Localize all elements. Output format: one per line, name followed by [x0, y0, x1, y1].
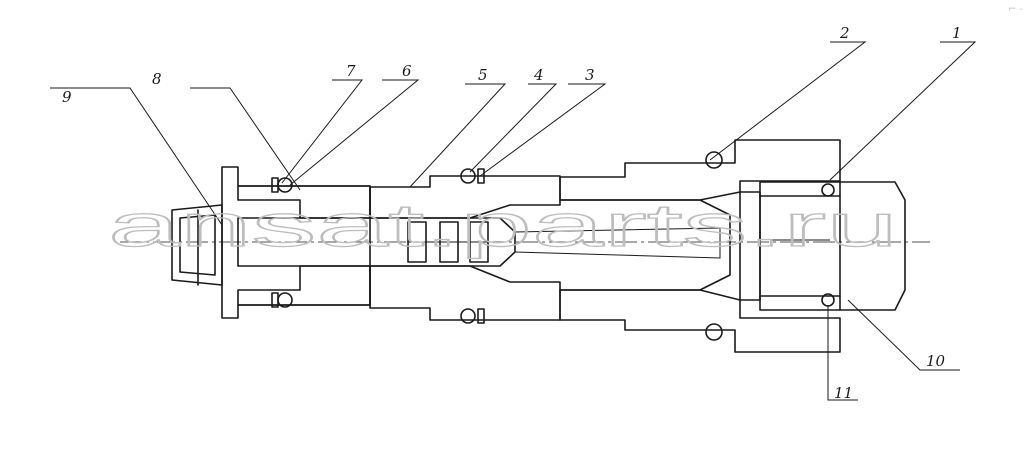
seals — [271, 151, 835, 341]
callout-4: 4 — [533, 66, 544, 84]
corner-mark: ⌐ - — [1008, 4, 1023, 15]
callout-6: 6 — [402, 62, 412, 80]
callout-3: 3 — [585, 66, 595, 84]
part-stem — [237, 217, 721, 267]
part-end-cap — [171, 204, 223, 286]
callout-labels: 1 2 3 4 5 6 7 8 9 10 11 — [62, 24, 962, 402]
callout-5: 5 — [478, 66, 488, 84]
callout-2: 2 — [839, 24, 850, 42]
callout-7: 7 — [346, 62, 356, 80]
callout-1: 1 — [952, 24, 962, 42]
leader-lines — [50, 41, 977, 401]
part-nut — [739, 181, 906, 311]
callout-10: 10 — [926, 352, 946, 370]
watermark-text: ansat.parts.ru — [108, 192, 898, 259]
callout-11: 11 — [834, 384, 853, 402]
part-body — [559, 139, 841, 353]
callout-8: 8 — [152, 70, 162, 88]
callout-9: 9 — [62, 88, 72, 106]
